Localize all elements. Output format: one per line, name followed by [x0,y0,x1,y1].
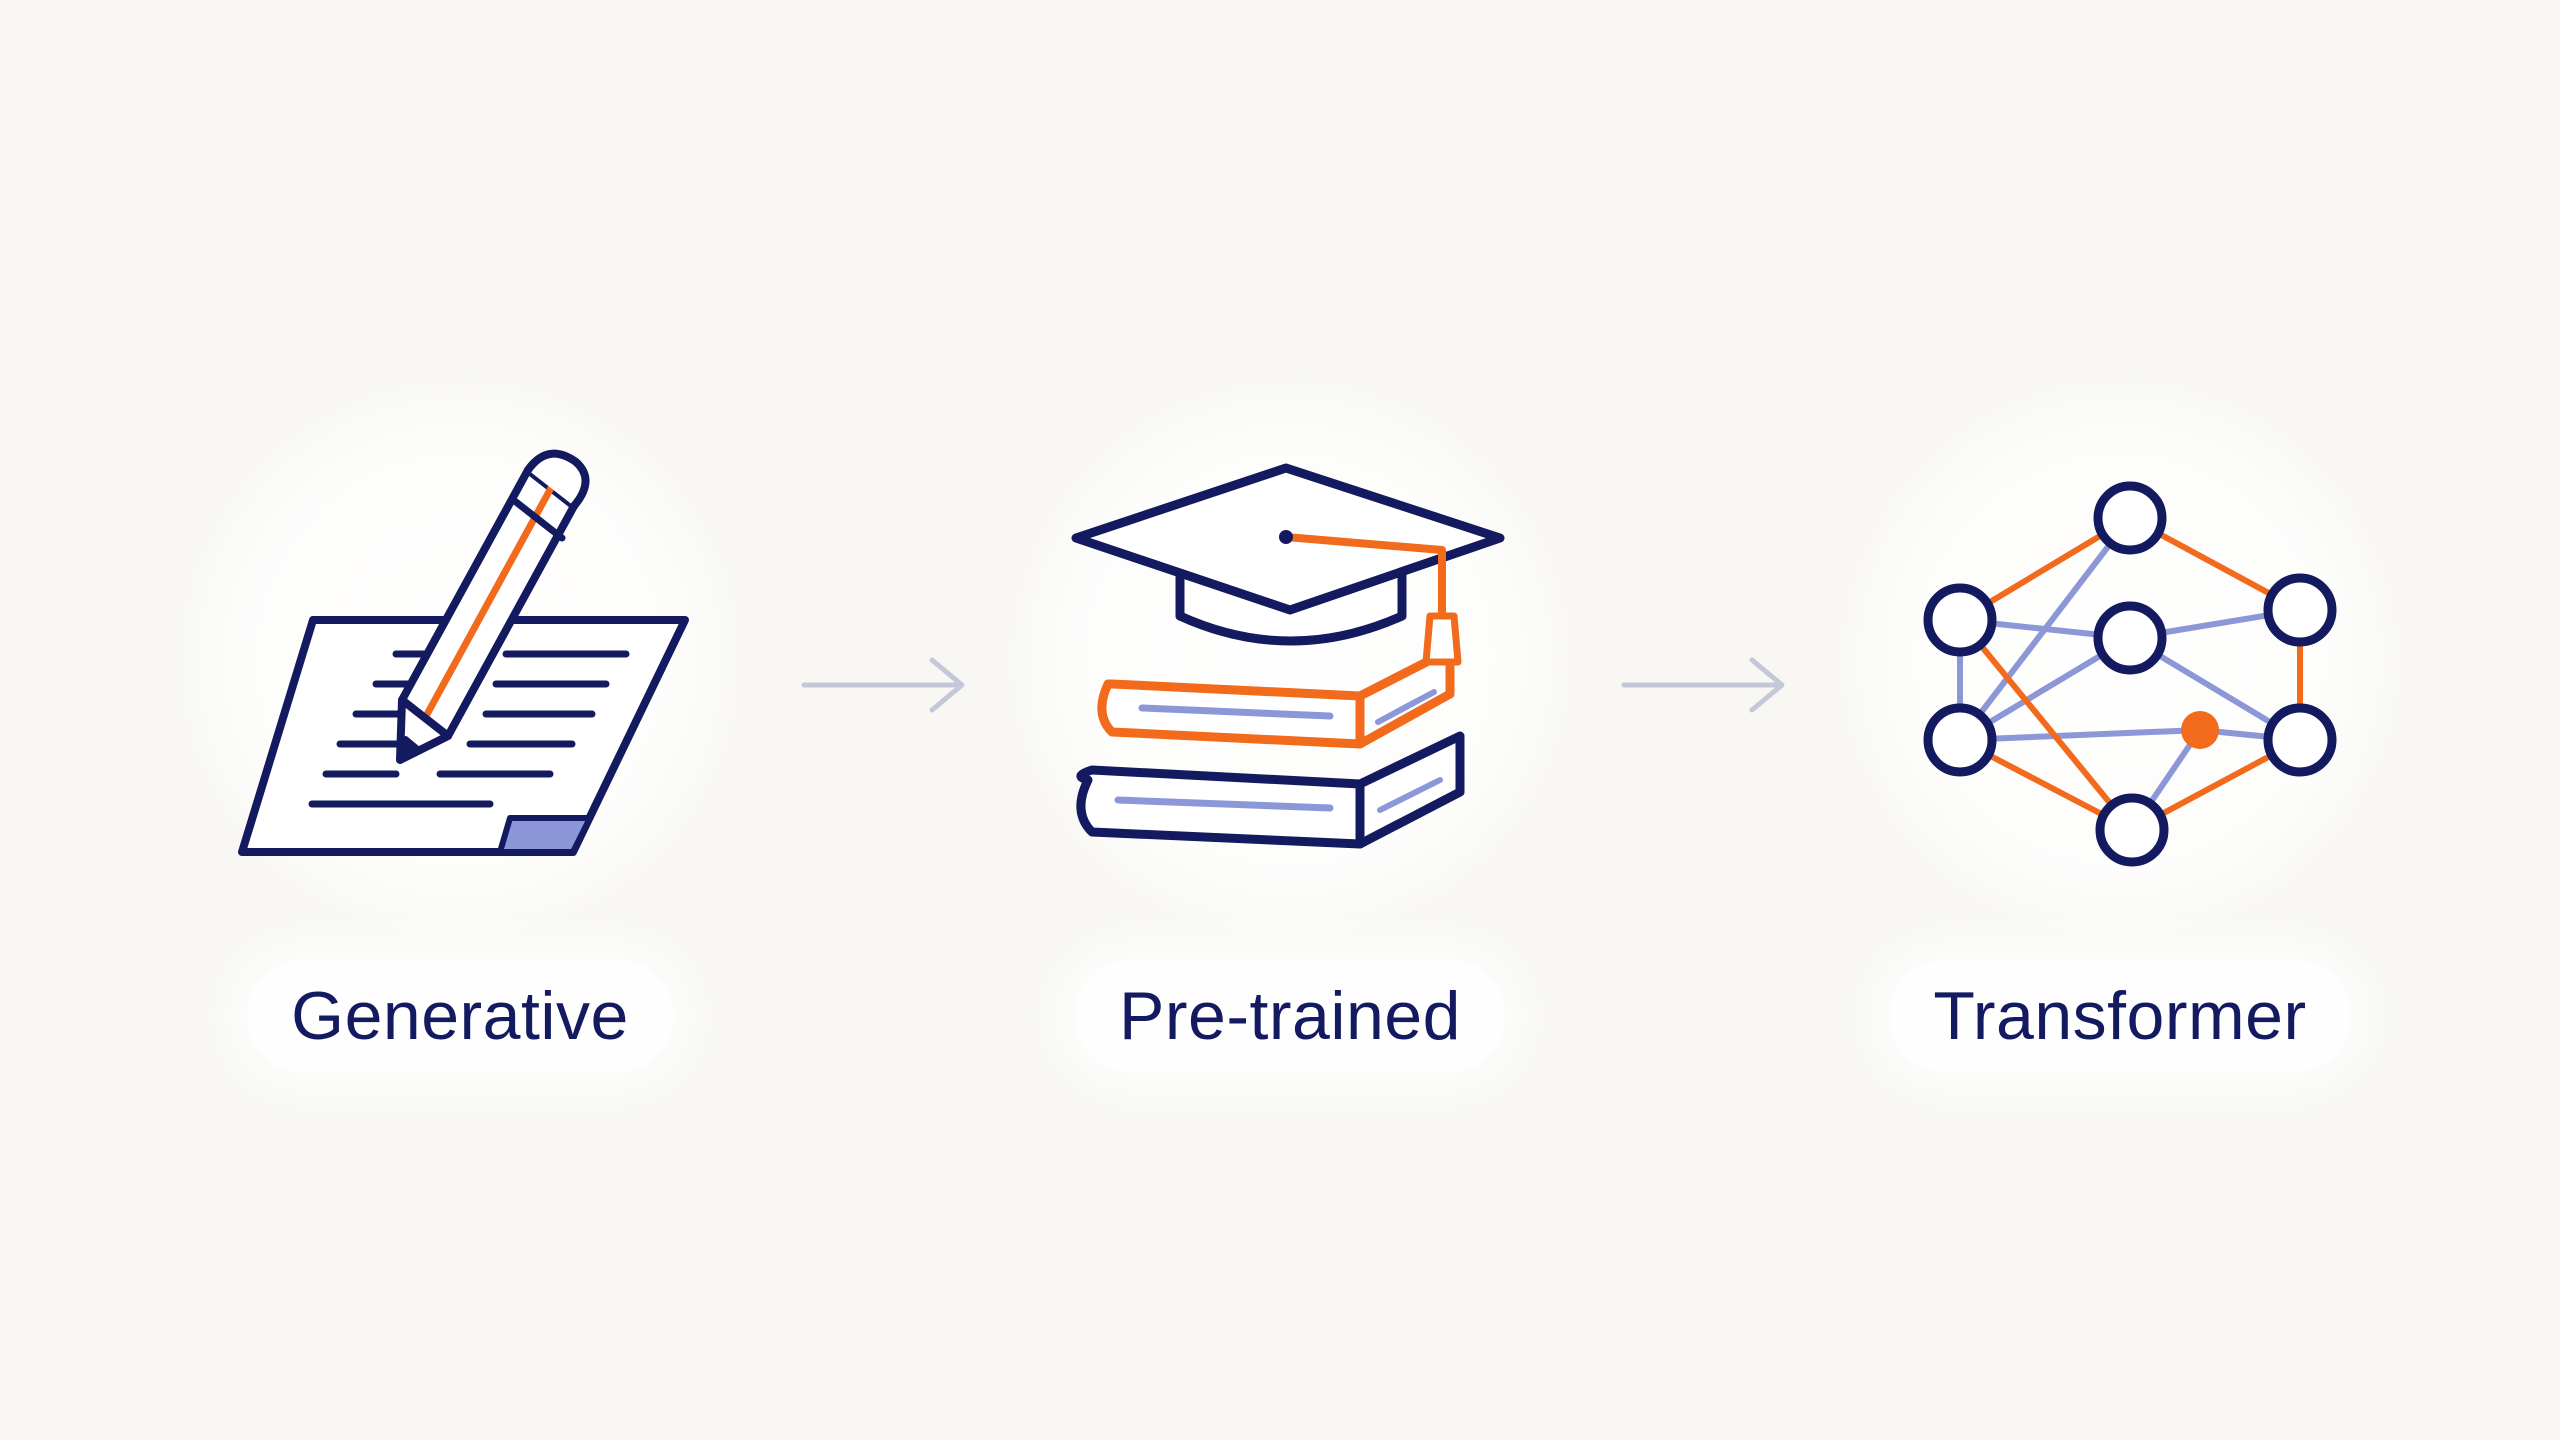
arrow-right-icon [800,650,970,720]
label-pill: Pre-trained [1075,960,1505,1072]
step-label-generative: Generative [291,978,629,1054]
arrow-right-icon [1620,650,1790,720]
label-pill: Transformer [1889,960,2351,1072]
step-label-pre-trained: Pre-trained [1119,978,1461,1054]
label-pill: Generative [247,960,673,1072]
step-label-transformer: Transformer [1933,978,2307,1054]
step-generative: Generative [180,0,740,1440]
graduation-cap-books-icon [1030,440,1550,900]
step-pre-trained: Pre-trained [1010,0,1570,1440]
step-transformer: Transformer [1840,0,2400,1440]
pencil-document-icon [200,440,720,900]
neural-network-icon [1860,440,2380,900]
